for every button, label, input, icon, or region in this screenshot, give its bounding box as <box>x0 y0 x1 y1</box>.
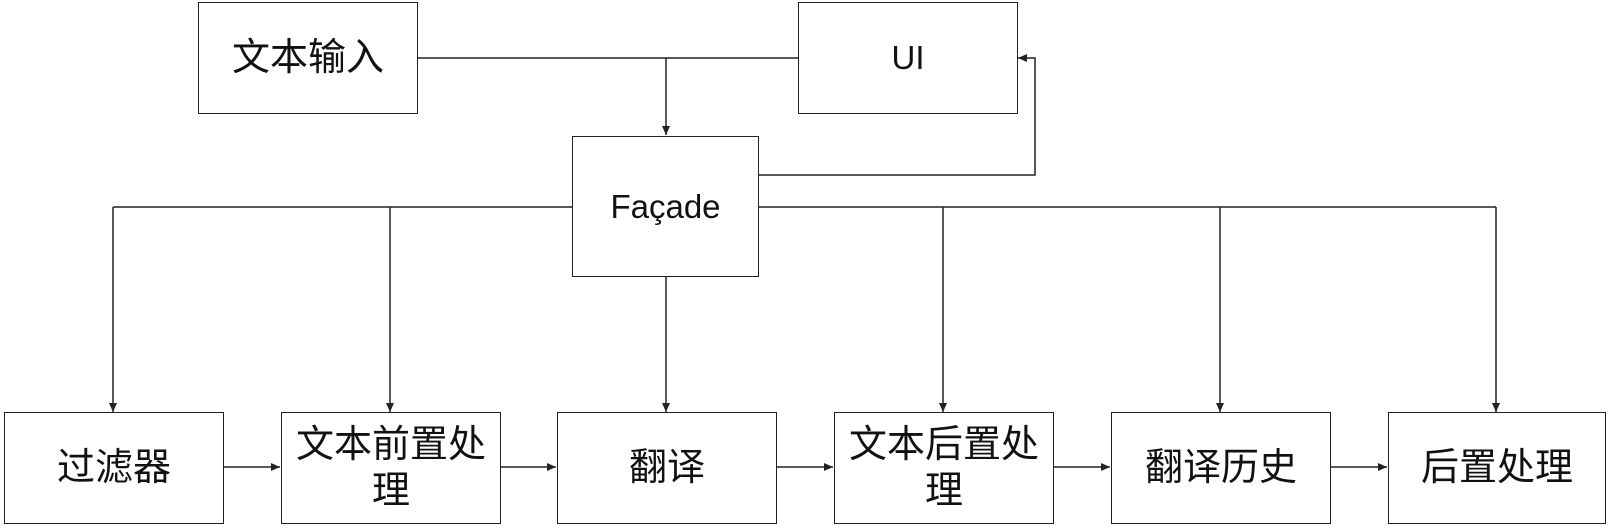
node-pre-process: 文本前置处理 <box>281 412 501 524</box>
node-history: 翻译历史 <box>1111 412 1331 524</box>
node-post-text: 文本后置处理 <box>834 412 1054 524</box>
node-text-input: 文本输入 <box>198 2 418 114</box>
node-text-input-label: 文本输入 <box>231 35 384 80</box>
node-pre-process-label: 文本前置处理 <box>295 422 486 512</box>
node-post-process-label: 后置处理 <box>1420 445 1573 490</box>
edge-facade-ui <box>758 54 1036 176</box>
node-post-text-label: 文本后置处理 <box>848 422 1039 512</box>
node-filter-label: 过滤器 <box>56 445 171 490</box>
node-ui: UI <box>798 2 1018 114</box>
node-ui-label: UI <box>891 39 925 77</box>
node-translate-label: 翻译 <box>628 445 705 490</box>
node-filter: 过滤器 <box>4 412 224 524</box>
node-translate: 翻译 <box>557 412 777 524</box>
node-facade: Façade <box>572 136 759 277</box>
node-history-label: 翻译历史 <box>1144 445 1297 490</box>
node-post-process: 后置处理 <box>1388 412 1606 524</box>
node-facade-label: Façade <box>610 187 721 225</box>
